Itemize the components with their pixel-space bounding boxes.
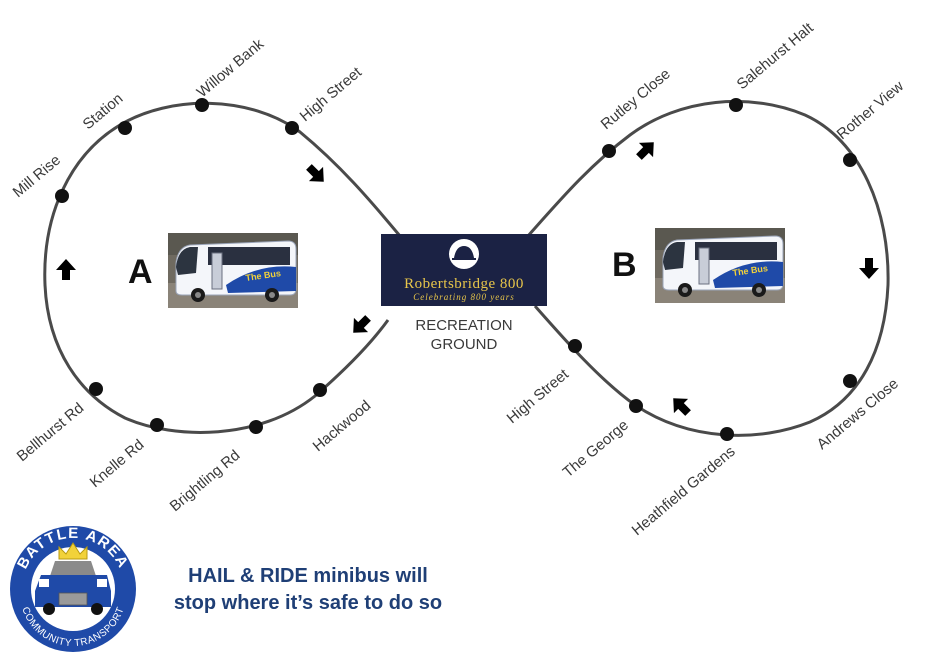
battle-area-logo: BATTLE AREA COMMUNITY TRANSPORT [10, 525, 136, 652]
loop-a-letter: A [128, 253, 153, 291]
route-loop-b [526, 100, 890, 437]
notice-line1: HAIL & RIDE minibus will [188, 565, 428, 587]
svg-text:Brightling Rd: Brightling Rd [167, 447, 244, 515]
svg-text:Rutley Close: Rutley Close [598, 65, 674, 133]
stop-rother-view: Rother View [834, 78, 907, 167]
bus-photo-a: The Bus [167, 232, 299, 309]
stop-brightling-rd: Brightling Rd [167, 420, 263, 515]
crown-icon [58, 542, 88, 560]
stop-station: Station [80, 90, 132, 135]
svg-text:Salehurst Halt: Salehurst Halt [734, 19, 818, 93]
stop-high-street-b: High Street [504, 339, 582, 427]
stop-knelle-rd: Knelle Rd [87, 418, 164, 491]
banner-title: Robertsbridge 800 [404, 276, 524, 292]
svg-text:The Bus: The Bus [245, 268, 282, 283]
stop-heathfield-gardens: Heathfield Gardens [629, 427, 739, 539]
arrow-down-right-icon [301, 159, 331, 189]
stop-hackwood: Hackwood [310, 383, 375, 455]
svg-text:The Bus: The Bus [732, 263, 769, 278]
arrow-up-left-icon [666, 391, 696, 421]
location-line1: RECREATION [415, 317, 512, 334]
notice-line2: stop where it’s safe to do so [173, 592, 443, 614]
svg-text:High Street: High Street [504, 365, 573, 427]
svg-text:Rother View: Rother View [834, 78, 907, 143]
svg-text:Heathfield Gardens: Heathfield Gardens [629, 443, 739, 539]
arrow-up-right-icon [631, 135, 661, 165]
banner-subtitle: Celebrating 800 years [413, 292, 515, 302]
svg-text:Bellhurst Rd: Bellhurst Rd [14, 400, 88, 466]
location-line2: GROUND [431, 336, 498, 353]
route-loop-a [43, 101, 402, 434]
stop-high-street-a: High Street [285, 63, 366, 135]
svg-text:Knelle Rd: Knelle Rd [87, 436, 148, 491]
svg-text:The George: The George [560, 417, 632, 481]
stop-willow-bank: Willow Bank [194, 35, 268, 112]
bus-photo-b: The Bus [654, 227, 786, 304]
loop-b-letter: B [612, 246, 637, 284]
arrow-down-icon [859, 258, 879, 279]
arrow-down-left-icon [346, 310, 376, 340]
minibus-icon [35, 575, 111, 607]
robertsbridge-banner: Robertsbridge 800 Celebrating 800 years [381, 234, 547, 306]
stop-the-george: The George [560, 399, 643, 481]
hail-and-ride-notice: HAIL & RIDE minibus will stop where it’s… [138, 563, 478, 617]
svg-text:Willow Bank: Willow Bank [194, 35, 268, 101]
stop-salehurst-halt: Salehurst Halt [729, 19, 817, 112]
svg-text:High Street: High Street [297, 63, 366, 125]
stop-rutley-close: Rutley Close [598, 65, 674, 158]
svg-text:Hackwood: Hackwood [310, 397, 375, 455]
stop-mill-rise: Mill Rise [10, 152, 69, 203]
arrow-up-icon [56, 259, 76, 280]
